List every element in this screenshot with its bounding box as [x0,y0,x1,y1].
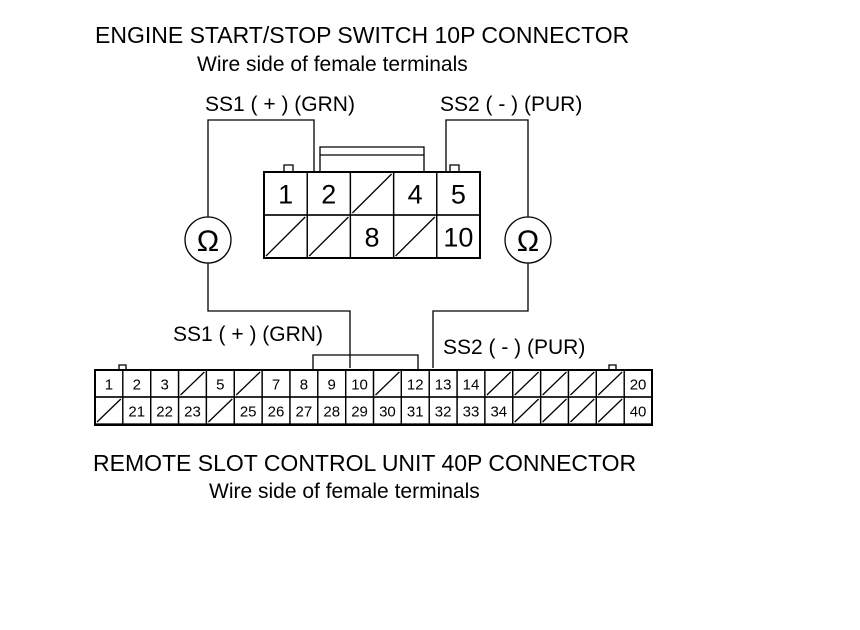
connector-40p-empty-slot [597,371,623,396]
connector-10p-empty-slot [351,173,393,214]
connector-40p-terminal-23: 23 [184,404,201,421]
connector-40p-terminal-21: 21 [128,404,145,421]
connector-40p-terminal-10: 10 [351,377,368,394]
connector-40p-empty-slot [569,398,595,423]
connector-40p-terminal-12: 12 [407,377,424,394]
connector-40p-terminal-13: 13 [435,377,452,394]
connector-40p-terminal-40: 40 [630,404,647,421]
connector-40p-empty-slot [569,371,595,396]
connector-40p-empty-slot [375,371,400,396]
connector-10p-terminal-5: 5 [451,180,466,210]
connector-40p-empty-slot [486,371,512,396]
connector-10p-tab-right [449,164,460,172]
connector-40p-terminal-32: 32 [435,404,452,421]
top-wire-left-label: SS1 ( + ) (GRN) [205,93,355,116]
wire-ss2-bottom [432,263,529,368]
connector-40p-tab-left [118,364,127,370]
connector-10p-empty-slot [395,216,436,257]
top-connector-title: ENGINE START/STOP SWITCH 10P CONNECTOR [95,22,629,48]
connector-40p-terminal-2: 2 [133,377,141,394]
connector-10p-terminal-10: 10 [443,223,473,253]
connector-10p-terminal-1: 1 [278,180,293,210]
connector-10p-empty-slot [308,216,349,257]
connector-40p-terminal-20: 20 [630,377,647,394]
connector-40p-terminal-30: 30 [379,404,396,421]
connector-40p-empty-slot [542,371,567,396]
connector-40p-terminal-29: 29 [351,404,368,421]
connector-40p-terminal-34: 34 [490,404,507,421]
connector-40p-empty-slot [207,398,233,423]
ohmmeter-left-circle [184,216,232,264]
connector-40p-empty-slot [180,371,205,396]
connector-40p-empty-slot [597,398,623,423]
ohmmeter-right: Ω [504,216,552,264]
connector-40p-terminal-5: 5 [216,377,224,394]
connector-40p-terminal-28: 28 [323,404,340,421]
connector-40p-empty-slot [514,371,540,396]
connector-40p-terminal-27: 27 [296,404,313,421]
connector-40p-terminal-3: 3 [160,377,168,394]
connector-40p-terminal-9: 9 [328,377,336,394]
wire-ss1-top [207,119,315,217]
connector-10p-empty-slot [265,216,306,257]
connector-40p-terminal-25: 25 [240,404,257,421]
connector-10p-latch [319,146,425,172]
wire-ss1-bottom [207,263,351,368]
connector-40p-terminal-31: 31 [407,404,424,421]
connector-40p-terminal-26: 26 [268,404,285,421]
ohmmeter-left: Ω [184,216,232,264]
connector-40p-terminal-8: 8 [300,377,308,394]
top-wire-right-label: SS2 ( - ) (PUR) [440,93,582,116]
ohmmeter-right-circle [504,216,552,264]
connector-40p-cell [623,396,653,425]
connector-10p-terminal-4: 4 [408,180,423,210]
connector-40p-terminal-1: 1 [105,377,113,394]
bottom-wire-left-label: SS1 ( + ) (GRN) [173,323,323,346]
connector-40p-terminal-7: 7 [272,377,280,394]
connector-40p-terminal-33: 33 [463,404,480,421]
ohmmeter-right-symbol: Ω [517,225,539,258]
connector-40p-empty-slot [542,398,567,423]
wire-ss2-top [445,119,529,217]
connector-40p-tab-right [608,364,617,370]
top-connector-subtitle: Wire side of female terminals [197,53,468,76]
connector-40p-empty-slot [514,398,540,423]
connector-10p-tab-left [283,164,294,172]
connector-40p-empty-slot [96,398,122,423]
connector-10p-terminal-2: 2 [321,180,336,210]
wires [207,119,529,368]
ohmmeter-left-symbol: Ω [197,225,219,258]
connector-40p-latch [312,354,419,370]
bottom-wire-right-label: SS2 ( - ) (PUR) [443,336,585,359]
bottom-connector-title: REMOTE SLOT CONTROL UNIT 40P CONNECTOR [93,450,636,476]
connector-10p-cell [436,214,481,259]
connector-40p-terminal-14: 14 [463,377,480,394]
connector-40p-terminal-22: 22 [156,404,173,421]
connector-40p-empty-slot [235,371,261,396]
bottom-connector-subtitle: Wire side of female terminals [209,480,480,503]
connector-10p-terminal-8: 8 [364,223,379,253]
